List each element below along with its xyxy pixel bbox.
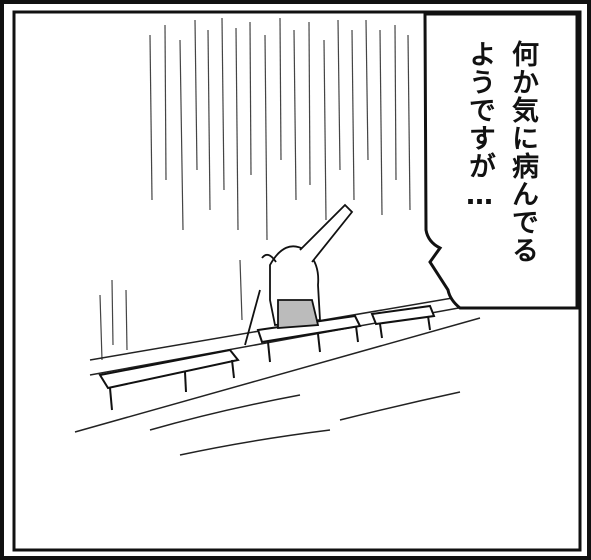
- speed-lines: [99, 17, 411, 361]
- speech-bubble: [423, 12, 579, 310]
- speech-line-1: 何か気に病んでる: [507, 40, 538, 264]
- speech-line-2: ようですが…: [464, 40, 495, 212]
- seated-figure: [244, 203, 354, 346]
- panel-inner-border: [12, 10, 582, 552]
- benches: [98, 304, 436, 411]
